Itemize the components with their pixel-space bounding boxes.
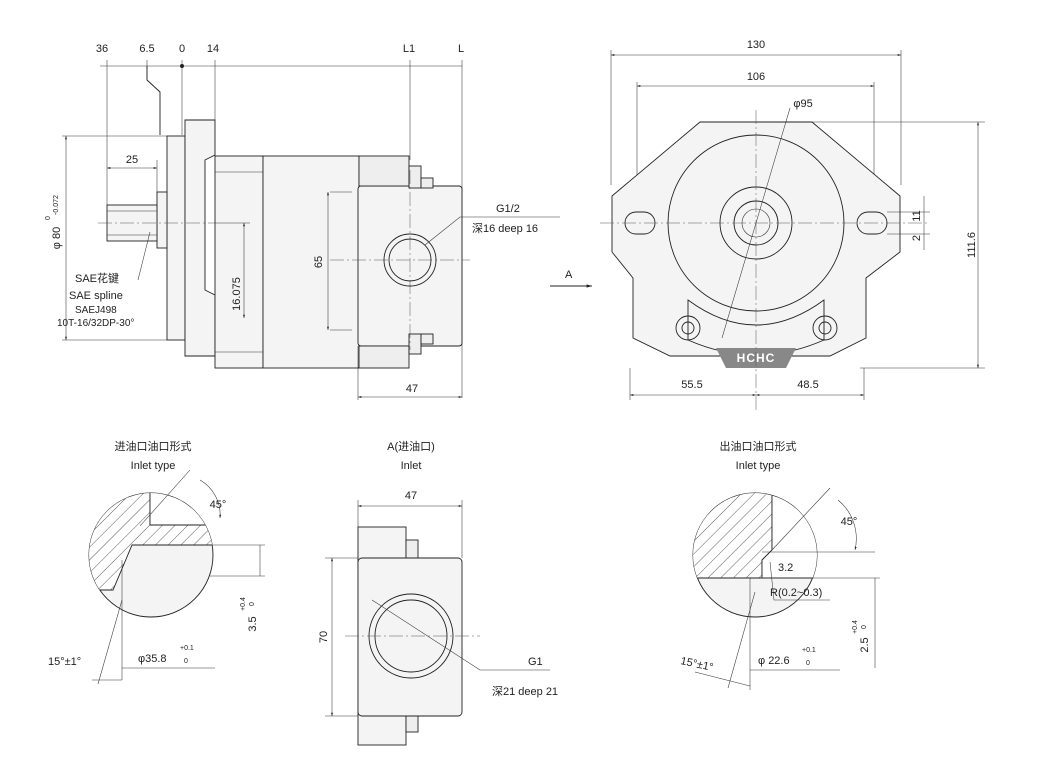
outlet-dia-tol-upper: +0.1 xyxy=(802,647,816,654)
spline-spec: 10T-16/32DP-30° xyxy=(57,318,134,329)
outlet-dia-tol-lower: 0 xyxy=(806,660,810,667)
inlet-depth: 3.5 xyxy=(247,616,259,631)
pilot-diameter: φ95 xyxy=(793,98,812,110)
inlet-dia-tol-lower: 0 xyxy=(184,658,188,665)
dim-36: 36 xyxy=(96,43,108,55)
inlet-depth-tol-lower: 0 xyxy=(249,602,256,606)
body-section-2 xyxy=(262,155,360,369)
inlet-depth-tol-upper: +0.4 xyxy=(240,597,247,611)
outlet-taper: 15°±1° xyxy=(679,655,714,674)
spline-std: SAEJ498 xyxy=(75,305,117,316)
dim-6-5: 6.5 xyxy=(139,43,154,55)
front-view: 130 106 φ95 HCHC 111.6 11 2 xyxy=(550,39,985,410)
view-a-depth: 深21 deep 21 xyxy=(492,685,558,698)
outlet-port-outer xyxy=(383,233,437,287)
view-a-thread: G1 xyxy=(528,656,543,668)
left-bolt-hole xyxy=(675,315,701,341)
inlet-angle: 45° xyxy=(210,499,227,511)
flange-tol-lower: -0.072 xyxy=(53,195,60,215)
left-to-center: 55.5 xyxy=(681,379,702,391)
outlet-title-en: Inlet type xyxy=(736,460,781,472)
view-arrow-label: A xyxy=(565,269,573,281)
outlet-diameter: φ 22.6 xyxy=(758,655,790,667)
view-a-title-cn: A(进油口) xyxy=(387,439,435,453)
inlet-title-cn: 进油口油口形式 xyxy=(115,439,192,453)
dim-14: 14 xyxy=(207,43,219,55)
brand-logo: HCHC xyxy=(737,351,776,365)
body-section-1 xyxy=(214,155,264,369)
view-a-port-block xyxy=(357,557,463,717)
inlet-diameter: φ35.8 xyxy=(138,653,167,665)
port-height: 65 xyxy=(313,256,325,268)
outlet-depth-tol-upper: +0.4 xyxy=(852,620,859,634)
port-thread: G1/2 xyxy=(496,203,520,215)
outlet-port-inner xyxy=(388,238,432,282)
origin-dot xyxy=(180,64,184,68)
outlet-title-cn: 出油口油口形式 xyxy=(720,439,797,453)
spline-cn: SAE花键 xyxy=(75,271,119,285)
inlet-detail: 进油口油口形式 Inlet type 45° 3.5 +0.4 0 φ35.8 … xyxy=(48,439,265,685)
view-a-height: 70 xyxy=(318,631,330,643)
shaft-collar xyxy=(156,191,168,249)
mounting-flange xyxy=(166,135,186,341)
side-view: 36 6.5 0 14 L1 L xyxy=(45,43,560,400)
outlet-depth: 2.5 xyxy=(859,637,871,652)
dim-0: 0 xyxy=(179,43,185,55)
inlet-taper: 15°±1° xyxy=(48,656,81,668)
height-total: 111.6 xyxy=(966,232,978,258)
shaft-offset: 16.075 xyxy=(231,277,243,311)
dim-l: L xyxy=(458,43,464,55)
outlet-detail: 出油口油口形式 Inlet type 45° 3.2 R(0.2~0.3) 2.… xyxy=(679,439,880,690)
port-width: 47 xyxy=(406,383,418,395)
shaft-length: 25 xyxy=(126,154,138,166)
front-cover xyxy=(184,119,216,357)
slot-offset: 2 xyxy=(911,235,923,241)
width-total: 130 xyxy=(747,39,765,51)
port-depth: 深16 deep 16 xyxy=(472,222,538,235)
flange-offset-leader xyxy=(146,66,161,135)
view-a-leader xyxy=(371,599,550,671)
view-a-width: 47 xyxy=(405,490,417,502)
outlet-angle: 45° xyxy=(841,516,858,528)
view-a: A(进油口) Inlet 47 70 G1 深21 deep 21 xyxy=(318,439,558,746)
outlet-step: 3.2 xyxy=(778,562,793,574)
bolt-span: 106 xyxy=(747,71,765,83)
inlet-title-en: Inlet type xyxy=(131,460,176,472)
right-bolt-hole xyxy=(812,315,838,341)
outlet-radius: R(0.2~0.3) xyxy=(770,587,822,599)
view-a-title-en: Inlet xyxy=(401,460,422,472)
outlet-depth-tol-lower: 0 xyxy=(861,625,868,629)
port-leader xyxy=(424,216,560,246)
flange-diameter: φ 80 xyxy=(51,227,63,249)
dim-l1: L1 xyxy=(403,43,415,55)
slot-width: 11 xyxy=(911,210,923,221)
spline-leader xyxy=(137,231,151,281)
flange-tol-upper: 0 xyxy=(45,216,52,220)
spline-en: SAE spline xyxy=(69,290,123,302)
right-to-center: 48.5 xyxy=(797,379,818,391)
inlet-dia-tol-upper: +0.1 xyxy=(180,645,194,652)
